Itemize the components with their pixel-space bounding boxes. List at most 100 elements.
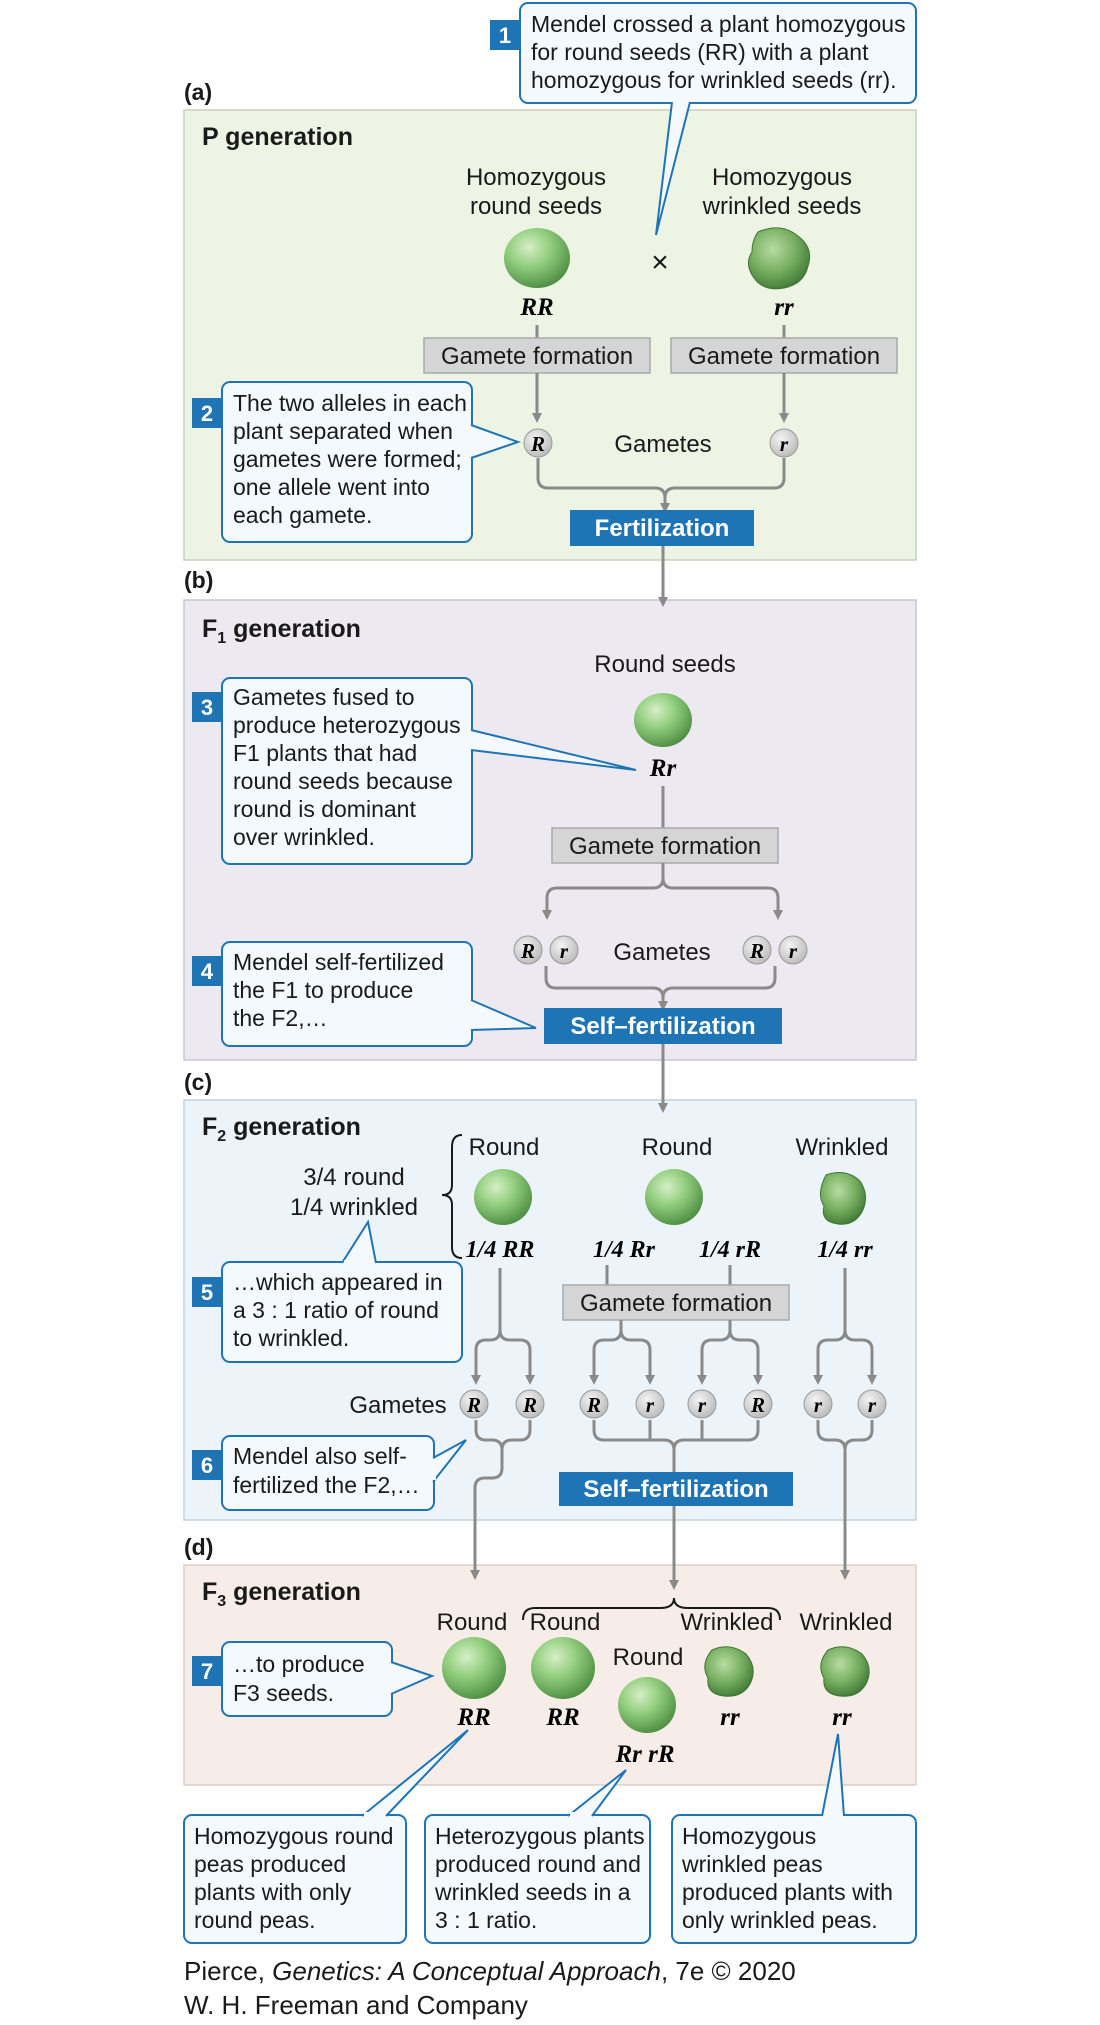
callout-2-line5: each gamete.: [233, 502, 372, 528]
callout-1-line2: for round seeds (RR) with a plant: [531, 39, 869, 65]
callout-4-line3: the F2,…: [233, 1005, 328, 1031]
callout-7-pointer: [390, 1661, 435, 1695]
round-pea-icon: [504, 228, 570, 288]
credit-edition: , 7e © 2020: [660, 1956, 796, 1986]
f1-gamete-formation-box: [551, 827, 779, 864]
f2-col2-genotype-a: 1/4 Rr: [593, 1237, 656, 1263]
gamete-r-label: r: [780, 432, 789, 456]
credit-line-2: W. H. Freeman and Company: [184, 1990, 528, 2021]
f1-round-pea-icon: [634, 693, 692, 747]
f1-gamete-R-right-icon: [742, 935, 772, 965]
f2-gamete-1: R: [466, 1393, 481, 1417]
callout-1-line1: Mendel crossed a plant homozygous: [531, 11, 906, 37]
result-box-1-line3: plants with only: [194, 1879, 352, 1905]
callout-3-line2: produce heterozygous: [233, 712, 461, 738]
result-box-2-line2: produced round and: [435, 1851, 641, 1877]
callout-5-line3: to wrinkled.: [233, 1325, 349, 1351]
f1-gamete-r-right-icon: [778, 935, 808, 965]
callout-4-number: 4: [201, 959, 214, 984]
callout-4-pointer: [470, 999, 537, 1031]
f3-label-4: Wrinkled: [681, 1609, 774, 1636]
callout-5-number: 5: [201, 1280, 213, 1305]
callout-2-line1: The two alleles in each: [233, 390, 467, 416]
callout-7-line1: …to produce: [233, 1651, 365, 1677]
f1-generation-title: F1 generation: [202, 615, 361, 647]
f3-wrinkled-pea-4-icon: [704, 1646, 754, 1697]
result-box-2: [424, 1814, 651, 1944]
callout-3-line4: round seeds because: [233, 768, 453, 794]
f1-gamete-R-left: R: [520, 939, 535, 963]
callout-3-number-badge: [192, 692, 222, 722]
callout-7-line2: F3 seeds.: [233, 1680, 334, 1706]
f1-gamete-formation-label: Gamete formation: [569, 833, 761, 860]
callout-6-number: 6: [201, 1453, 213, 1478]
f3-label-5: Wrinkled: [800, 1609, 893, 1636]
wrinkled-parent-label-line2: wrinkled seeds: [702, 193, 862, 220]
result-box-3-line3: produced plants with: [682, 1879, 893, 1905]
result-box-1-pointer: [361, 1729, 469, 1817]
f1-gamete-R-left-icon: [513, 935, 543, 965]
f2-col2-genotype-b: 1/4 rR: [699, 1237, 761, 1263]
f1-self-fertilization-label: Self–fertilization: [570, 1013, 755, 1040]
callout-2-line2: plant separated when: [233, 418, 453, 444]
f2-col1-label: Round: [469, 1134, 540, 1161]
callout-4-line2: the F1 to produce: [233, 977, 413, 1003]
callout-3-line5: round is dominant: [233, 796, 416, 822]
p-generation-title: P generation: [202, 123, 353, 151]
result-box-2-line4: 3 : 1 ratio.: [435, 1907, 537, 1933]
result-box-3-pointer: [821, 1733, 845, 1817]
gamete-r-icon: [769, 428, 799, 458]
f2-col3-label: Wrinkled: [796, 1134, 889, 1161]
callout-5-number-badge: [192, 1277, 222, 1307]
credit-line-1: Pierce, Genetics: A Conceptual Approach,…: [184, 1956, 796, 1987]
f2-gamete-7-icon: [803, 1389, 833, 1419]
section-letter-c: (c): [184, 1069, 212, 1095]
f2-col3-wrinkled-pea-icon: [820, 1172, 866, 1225]
f2-col2-pea-icon: [645, 1169, 703, 1225]
f2-gamete-7: r: [814, 1393, 823, 1417]
f2-self-fertilization-label: Self–fertilization: [583, 1476, 768, 1503]
f1-gamete-r-left-icon: [549, 935, 579, 965]
f3-genotype-1: RR: [456, 1704, 490, 1731]
credit-publisher: W. H. Freeman and Company: [184, 1990, 528, 2020]
f2-gamete-8-icon: [857, 1389, 887, 1419]
f1-round-seeds-label: Round seeds: [594, 651, 735, 678]
f3-genotype-5: rr: [832, 1704, 852, 1731]
f3-label-3: Round: [613, 1644, 684, 1671]
f2-gametes-label: Gametes: [349, 1392, 446, 1419]
fertilization-label: Fertilization: [595, 515, 730, 542]
f3-pea-1-icon: [442, 1637, 506, 1699]
f2-gamete-5-icon: [687, 1389, 717, 1419]
callout-1-line3: homozygous for wrinkled seeds (rr).: [531, 67, 897, 93]
f1-gamete-R-right: R: [749, 939, 764, 963]
callout-4-number-badge: [192, 956, 222, 986]
f1-gametes-label: Gametes: [613, 939, 710, 966]
result-box-1: [183, 1814, 407, 1944]
result-box-2-line1: Heterozygous plants: [435, 1823, 645, 1849]
f2-gamete-6: R: [750, 1393, 765, 1417]
f2-gamete-formation-label: Gamete formation: [580, 1290, 772, 1317]
f2-col1-pea-icon: [474, 1169, 532, 1225]
result-box-1-line1: Homozygous round: [194, 1823, 393, 1849]
callout-3-line6: over wrinkled.: [233, 824, 375, 850]
result-box-3: [671, 1814, 917, 1944]
result-box-2-line3: wrinkled seeds in a: [434, 1879, 631, 1905]
f2-col1-genotype: 1/4 RR: [466, 1237, 535, 1263]
result-box-3-line2: wrinkled peas: [681, 1851, 823, 1877]
gametes-label-p: Gametes: [614, 431, 711, 458]
f3-label-2: Round: [530, 1609, 601, 1636]
f2-gamete-formation-box: [562, 1284, 790, 1321]
f3-genotype-4: rr: [720, 1704, 740, 1731]
f3-generation-title: F3 generation: [202, 1578, 361, 1610]
callout-5-line2: a 3 : 1 ratio of round: [233, 1297, 439, 1323]
f2-brace: [441, 1134, 463, 1259]
f3-brace: [522, 1597, 781, 1621]
wrinkled-pea-icon: [748, 227, 811, 290]
callout-1-pointer: [655, 101, 691, 236]
f2-self-fertilization-banner: [559, 1472, 793, 1506]
f2-gamete-1-icon: [459, 1389, 489, 1419]
callout-4-line1: Mendel self-fertilized: [233, 949, 444, 975]
f2-gamete-4-icon: [635, 1389, 665, 1419]
result-box-3-line1: Homozygous: [682, 1823, 816, 1849]
